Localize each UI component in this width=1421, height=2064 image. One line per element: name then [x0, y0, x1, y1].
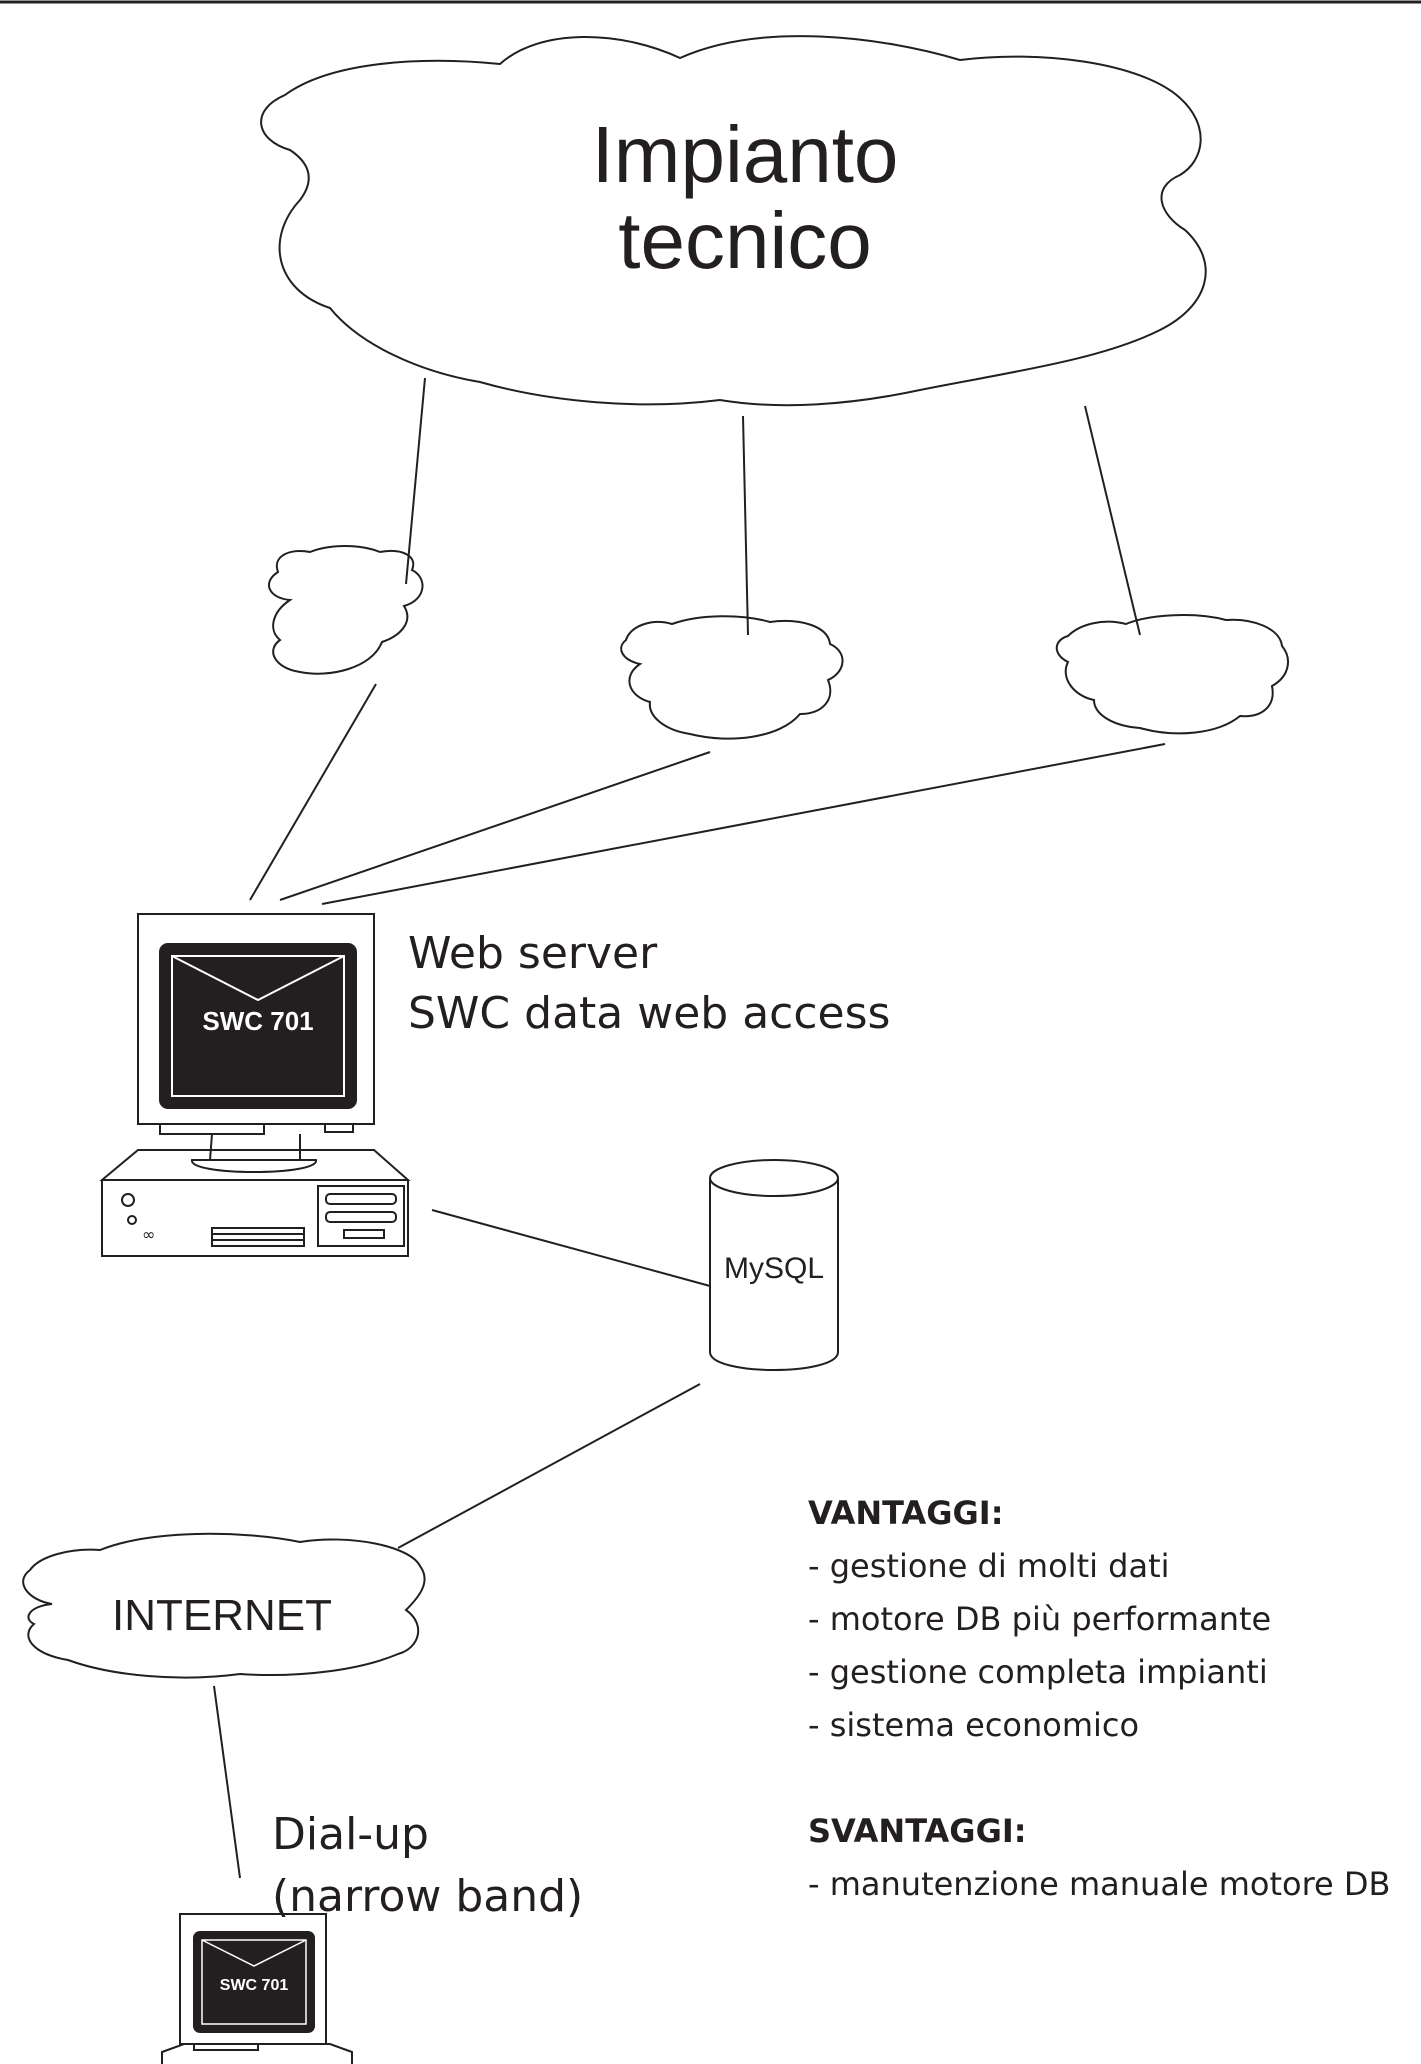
db-label: MySQL: [724, 1252, 824, 1285]
web-server-computer: SWC 701 ∞: [99, 913, 411, 1257]
mysql-database-icon: MySQL: [709, 1159, 839, 1371]
field-node-cloud-1: [267, 545, 424, 675]
server-drive-bay: [317, 1185, 405, 1247]
plant-cloud-shape: [260, 35, 1207, 407]
server-led: [127, 1215, 137, 1225]
disadvantages-heading: SVANTAGGI:: [808, 1812, 1027, 1850]
internet-cloud-shape: [22, 1532, 426, 1679]
link-db-to-internet: [397, 1383, 701, 1549]
advantage-item: - gestione di molti dati: [808, 1547, 1170, 1585]
web-server-label-line2: SWC data web access: [408, 988, 891, 1039]
web-server-label-line1: Web server: [408, 928, 658, 979]
server-vent: [211, 1227, 305, 1247]
advantage-item: - sistema economico: [808, 1706, 1140, 1744]
field-node-cloud-2: [620, 615, 844, 740]
link-plant-to-node2: [742, 415, 749, 636]
internet-label: INTERNET: [112, 1591, 332, 1640]
server-drive-2: [325, 1211, 397, 1223]
server-screen-bezel: [171, 955, 345, 1097]
plant-cloud-title-line1: Impianto: [592, 110, 899, 199]
client-screen-bezel: [201, 1939, 307, 2025]
link-server-to-db: [431, 1209, 711, 1287]
link-plant-to-node3: [1084, 405, 1141, 636]
web-server-label: Web server SWC data web access: [408, 924, 890, 1044]
pros-cons-panel: VANTAGGI: - gestione di molti dati - mot…: [808, 1487, 1390, 1911]
db-cylinder-top: [709, 1159, 839, 1197]
server-case: [99, 1149, 411, 1257]
dialup-label-line2: (narrow band): [272, 1871, 584, 1922]
server-screen: [159, 943, 357, 1109]
server-power-button: [121, 1193, 135, 1207]
link-node1-to-server: [249, 683, 377, 901]
disadvantage-item: - manutenzione manuale motore DB: [808, 1865, 1391, 1903]
plant-cloud-title-line2: tecnico: [618, 196, 871, 285]
advantages-heading: VANTAGGI:: [808, 1494, 1004, 1532]
link-node3-to-server: [321, 743, 1166, 905]
advantage-item: - motore DB più performante: [808, 1600, 1272, 1638]
server-monitor-button: [324, 1123, 354, 1133]
client-screen: [193, 1931, 315, 2033]
server-infinity-icon: ∞: [142, 1225, 155, 1244]
advantage-item: - gestione completa impianti: [808, 1653, 1268, 1691]
db-cylinder-body: [709, 1178, 839, 1371]
link-internet-to-client: [213, 1685, 241, 1879]
client-computer: SWC 701: [161, 1913, 353, 2064]
link-node2-to-server: [279, 751, 711, 901]
link-plant-to-node1: [405, 377, 426, 585]
server-drive-1: [325, 1193, 397, 1205]
server-monitor-led: [159, 1123, 265, 1135]
server-drive-3: [343, 1229, 385, 1239]
server-monitor-stand: [191, 1133, 317, 1173]
dialup-label-line1: Dial-up: [272, 1809, 429, 1860]
dialup-label: Dial-up (narrow band): [272, 1804, 583, 1928]
field-node-cloud-3: [1055, 614, 1289, 735]
section-spacer: [808, 1752, 1390, 1805]
server-screen-label: SWC 701: [202, 1006, 313, 1036]
client-screen-label: SWC 701: [220, 1977, 289, 1994]
client-case: [161, 2043, 353, 2064]
